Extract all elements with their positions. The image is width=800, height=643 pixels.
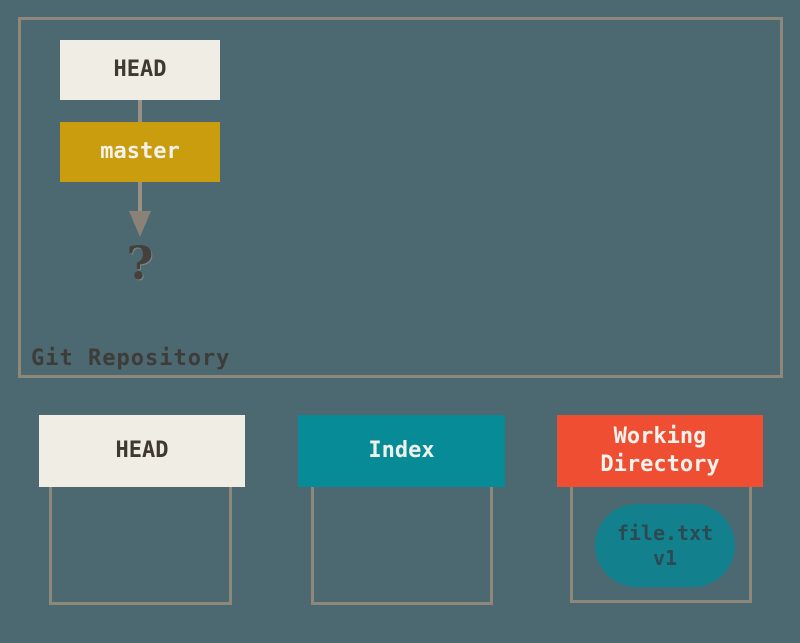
head-area-container bbox=[49, 487, 232, 605]
git-repository-label: Git Repository bbox=[31, 346, 231, 371]
missing-commit-question-mark: ? bbox=[126, 236, 154, 290]
master-branch-box: master bbox=[60, 122, 220, 182]
head-area-box: HEAD bbox=[39, 415, 245, 487]
git-repository-outline: Git Repository bbox=[18, 17, 783, 378]
working-directory-container bbox=[570, 487, 752, 603]
master-arrow-line bbox=[138, 182, 142, 212]
working-directory-box: Working Directory bbox=[557, 415, 763, 487]
file-pill: file.txt v1 bbox=[595, 504, 735, 587]
arrow-down-icon bbox=[129, 211, 151, 237]
file-name: file.txt bbox=[616, 520, 714, 545]
index-area-box: Index bbox=[298, 415, 505, 487]
index-area-container bbox=[311, 487, 493, 605]
head-to-master-line bbox=[138, 100, 142, 122]
file-version: v1 bbox=[652, 545, 678, 570]
head-ref-box: HEAD bbox=[60, 40, 220, 100]
